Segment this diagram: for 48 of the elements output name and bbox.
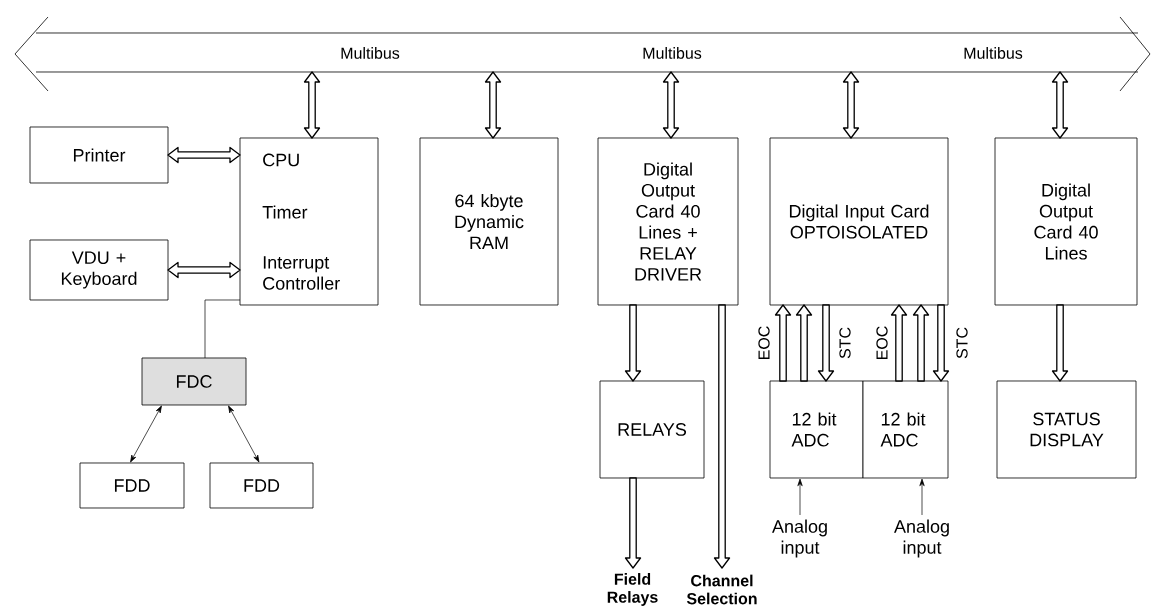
arrow — [919, 478, 925, 516]
bus-label: Multibus — [643, 47, 702, 59]
component-label: Interrupt Controller — [263, 256, 340, 290]
component-box: 64 kbyte Dynamic RAM — [419, 137, 559, 306]
component-label: Timer — [262, 205, 308, 219]
component-label: CPU — [263, 153, 299, 167]
arrow — [1051, 304, 1069, 382]
bus-label: Multibus — [964, 47, 1023, 59]
bus-label: Multibus — [341, 47, 400, 59]
arrow — [484, 71, 502, 139]
edge-label: STC — [838, 326, 852, 360]
text-label: Channel Selection — [686, 574, 757, 605]
arrow — [774, 304, 792, 382]
component-box: 12 bit ADC — [769, 380, 864, 479]
arrow — [890, 304, 908, 382]
arrow — [817, 304, 835, 382]
component-box: STATUS DISPLAY — [996, 380, 1137, 479]
arrow — [624, 304, 642, 382]
arrow — [167, 261, 241, 279]
arrow — [842, 71, 860, 139]
arrow — [662, 71, 680, 139]
component-box: RELAYS — [599, 380, 705, 479]
component-box: FDC — [141, 357, 247, 406]
text-label: Analog input — [894, 519, 949, 558]
arrow — [797, 478, 803, 516]
component-box: FDD — [209, 462, 314, 509]
arrow — [713, 304, 731, 569]
component-box: FDD — [79, 462, 185, 509]
edge-label: STC — [955, 326, 969, 360]
arrow — [795, 304, 813, 382]
edge-label: EOC — [757, 324, 771, 362]
component-box: Digital Output Card 40 Lines — [994, 137, 1138, 306]
component-box: Digital Input Card OPTOISOLATED — [769, 137, 949, 306]
edge-label: EOC — [875, 324, 889, 362]
arrow — [130, 405, 162, 463]
component-box: VDU + Keyboard — [29, 239, 169, 301]
arrow — [303, 71, 321, 139]
text-label: Analog input — [772, 519, 827, 558]
arrow — [932, 304, 950, 382]
text-label: Field Relays — [607, 573, 658, 606]
component-box: Digital Output Card 40 Lines + RELAY DRIVER — [597, 137, 739, 306]
arrow — [167, 146, 241, 164]
arrow — [624, 477, 642, 569]
component-box: Printer — [29, 126, 169, 184]
arrow — [912, 304, 930, 382]
component-box: 12 bit ADC — [862, 380, 949, 479]
arrow — [1051, 71, 1069, 139]
arrow — [228, 405, 260, 463]
